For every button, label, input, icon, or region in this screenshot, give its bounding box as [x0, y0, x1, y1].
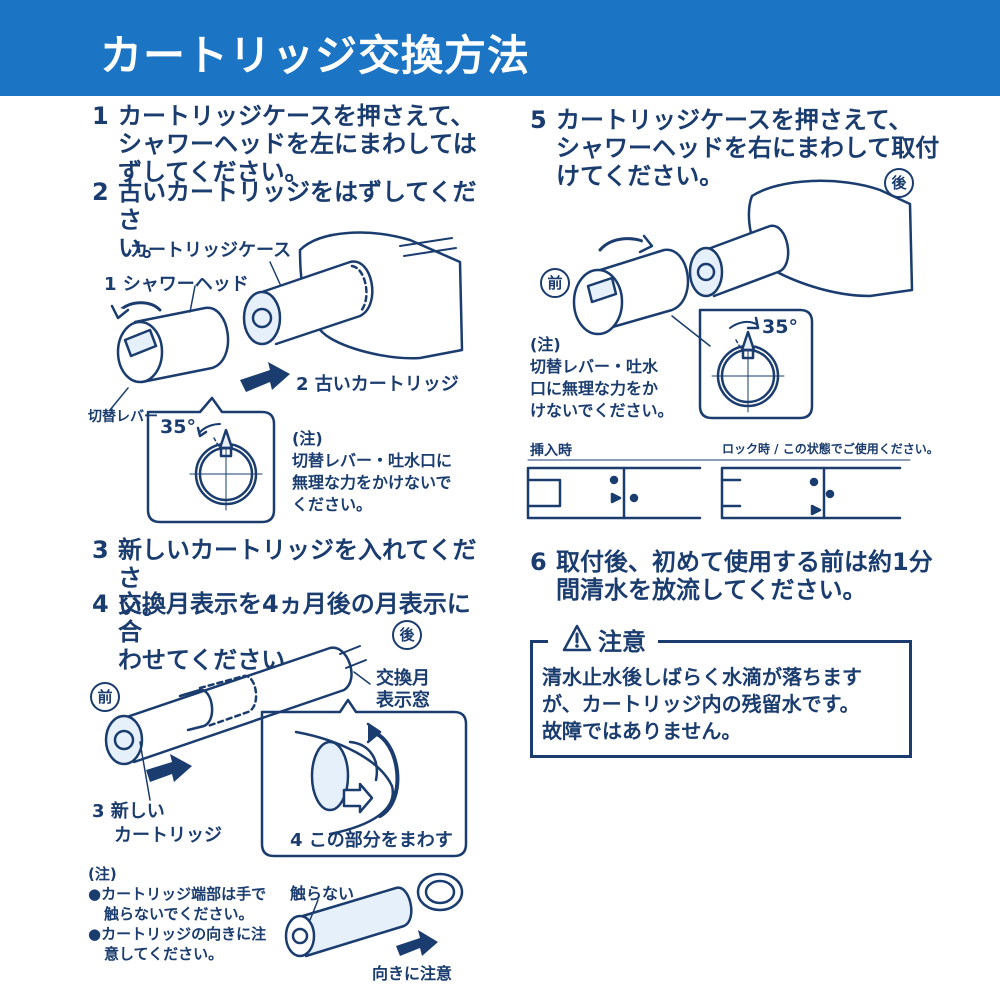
page-title: カートリッジ交換方法: [100, 31, 531, 80]
label-insert: 挿入時: [530, 443, 572, 459]
caution-line: 清水止水後しばらく水滴が落ちます: [542, 665, 862, 689]
label-cartridge-case: カートリッジケース: [130, 240, 292, 261]
hose: [399, 237, 457, 257]
label-old-cartridge: 2 古いカートリッジ: [296, 374, 459, 395]
note-heading: (注): [88, 865, 117, 883]
step-line: 古いカートリッジをはずしてくださ: [118, 178, 477, 234]
step-line: 交換月表示を4ヵ月後の月表示に合: [118, 590, 471, 646]
new-cartridge-tube: [116, 646, 353, 764]
front-marker: 前: [90, 682, 120, 712]
inset-frame-2: [260, 698, 468, 858]
inset-frame-1: [146, 396, 276, 524]
step-3: 3 新しいカートリッジを入れてください。: [92, 536, 492, 620]
step-line: けてください。: [556, 162, 724, 190]
step-line: シャワーヘッドを右にまわして取付: [556, 134, 940, 162]
label-line: 3 新しい: [92, 801, 165, 822]
note-line: 口に無理な力をか: [530, 379, 659, 398]
angle-label: 35°: [160, 416, 196, 438]
note-line: 切替レバー・吐水: [530, 357, 659, 376]
step-line: 間清水を放流してください。: [556, 576, 867, 604]
label-direction: 向きに注意: [372, 964, 453, 983]
back-marker-2: 後: [884, 168, 914, 198]
label-lever: 切替レバー: [88, 409, 158, 425]
caution-title: 注意: [598, 628, 646, 656]
lock-diagram: [720, 466, 826, 520]
step-number: 4: [92, 590, 109, 618]
label-new-cartridge: 3 新しい カートリッジ: [92, 800, 222, 848]
step-number: 5: [530, 106, 547, 134]
note-line: 意してください。: [104, 945, 224, 963]
label-shower-head: 1 シャワーヘッド: [104, 274, 249, 295]
note-line: ●カートリッジの向きに注: [88, 925, 267, 943]
step-line: カートリッジケースを押さえて、: [118, 102, 475, 130]
step-line: カートリッジケースを押さえて、: [556, 106, 913, 134]
step-2: 2 古いカートリッジをはずしてください。: [92, 178, 492, 262]
note-line: ください。: [292, 495, 373, 514]
step-line: 取付後、初めて使用する前は約1分: [556, 548, 933, 576]
step-5: 5 カートリッジケースを押さえて、シャワーヘッドを右にまわして取付けてください。: [530, 106, 950, 194]
note-line: けないでください。: [530, 401, 674, 420]
step-1: 1 カートリッジケースを押さえて、シャワーヘッドを左にまわしてはずしてください。: [92, 102, 492, 190]
front-marker-2: 前: [540, 268, 570, 298]
step-line: い。: [118, 234, 166, 262]
note-line: 無理な力をかけないで: [292, 473, 452, 492]
back-marker: 後: [392, 620, 422, 650]
cartridge-end: [242, 290, 282, 346]
step-number: 1: [92, 102, 109, 130]
step-number: 3: [92, 536, 109, 564]
caution-box: [530, 640, 912, 758]
label-line: 表示窓: [376, 690, 430, 711]
note-3: (注) 切替レバー・吐水 口に無理な力をか けないでください。: [530, 334, 700, 422]
warning-icon: [562, 624, 592, 652]
step-number: 2: [92, 178, 109, 206]
inset-frame-3: [698, 308, 814, 420]
step-line: ずしてください。: [118, 158, 309, 186]
step-4: 4 交換月表示を4ヵ月後の月表示に合わせてください。: [92, 590, 492, 674]
angle-label-2: 35°: [762, 316, 798, 338]
label-no-touch: 触らない: [290, 884, 355, 903]
label-month-window: 交換月 表示窓: [376, 668, 430, 712]
step-line: 新しいカートリッジを入れてくださ: [118, 536, 477, 592]
label-line: 交換月: [376, 668, 430, 689]
step-line: い。: [118, 592, 166, 620]
caution-line: が、カートリッジ内の残留水です。: [542, 692, 860, 716]
label-rotate-part: 4 この部分をまわす: [290, 830, 453, 851]
note-line: 切替レバー・吐水口に: [292, 451, 453, 470]
note-heading: (注): [292, 429, 323, 448]
cartridge-case: [260, 260, 374, 346]
insert-diagram: [526, 466, 626, 520]
caution-line: 故障ではありません。: [542, 719, 742, 743]
note-2: (注) ●カートリッジ端部は手で 触らないでください。 ●カートリッジの向きに注…: [88, 864, 288, 964]
cartridge-orientation: [294, 886, 413, 958]
caution-body: 清水止水後しばらく水滴が落ちます が、カートリッジ内の残留水です。 故障ではあり…: [542, 664, 902, 745]
step-6: 6 取付後、初めて使用する前は約1分間清水を放流してください。: [530, 548, 950, 606]
label-line: カートリッジ: [114, 825, 222, 846]
title-banner: [0, 0, 1000, 96]
note-line: ●カートリッジ端部は手で: [88, 885, 267, 903]
label-lock: ロック時 / この状態でご使用ください。: [722, 442, 939, 456]
note-line: 触らないでください。: [104, 905, 254, 923]
step-number: 6: [530, 548, 547, 576]
note-1: (注) 切替レバー・吐水口に 無理な力をかけないで ください。: [292, 428, 492, 516]
note-heading: (注): [530, 335, 561, 354]
step-line: シャワーヘッドを左にまわしては: [118, 130, 477, 158]
